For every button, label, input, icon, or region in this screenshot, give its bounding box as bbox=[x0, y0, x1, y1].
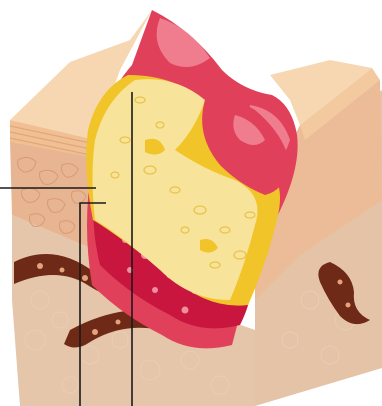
wound-cross-section-diagram bbox=[0, 0, 382, 406]
